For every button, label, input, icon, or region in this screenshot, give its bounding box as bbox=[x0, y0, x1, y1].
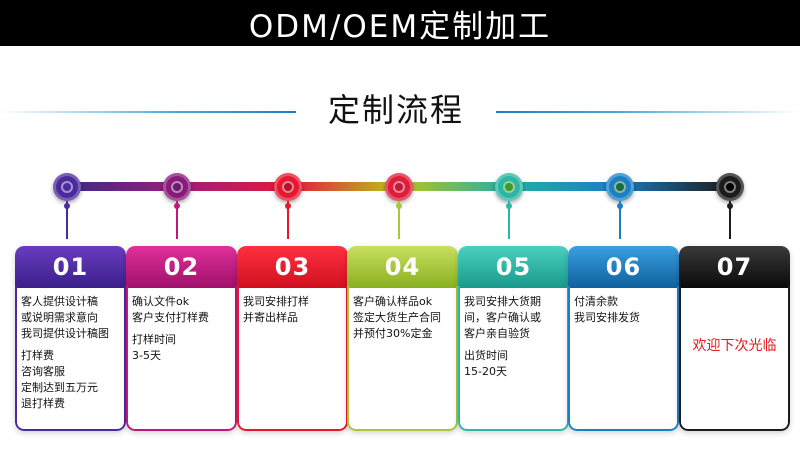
timeline-stem-5 bbox=[508, 201, 510, 239]
timeline-stem-dot-7 bbox=[727, 203, 733, 209]
timeline-stem-1 bbox=[66, 201, 68, 239]
step-number-7: 07 bbox=[679, 246, 790, 288]
banner-title: ODM/OEM定制加工 bbox=[248, 8, 552, 45]
step-7-welcome: 欢迎下次光临 bbox=[692, 338, 777, 354]
step-3-description: 我司安排打样 并寄出样品 bbox=[243, 295, 309, 324]
step-body-1: 客人提供设计稿 或说明需求意向 我司提供设计稿图 打样费 咨询客服 定制达到五万… bbox=[15, 286, 126, 431]
timeline-node-7 bbox=[716, 173, 744, 201]
timeline-stem-dot-6 bbox=[617, 203, 623, 209]
timeline-node-1 bbox=[53, 173, 81, 201]
process-timeline bbox=[0, 165, 800, 245]
timeline-node-4 bbox=[385, 173, 413, 201]
timeline-stem-dot-2 bbox=[174, 203, 180, 209]
timeline-stem-2 bbox=[176, 201, 178, 239]
timeline-node-2 bbox=[163, 173, 191, 201]
step-card-2: 02 确认文件ok 客户支付打样费 打样时间 3-5天 bbox=[126, 246, 237, 431]
step-number-2: 02 bbox=[126, 246, 237, 288]
step-1-note: 打样费 咨询客服 定制达到五万元 退打样费 bbox=[21, 349, 98, 410]
timeline-node-5 bbox=[495, 173, 523, 201]
title-divider-right bbox=[496, 111, 800, 113]
step-body-3: 我司安排打样 并寄出样品 bbox=[237, 286, 348, 431]
step-number-6: 06 bbox=[568, 246, 679, 288]
timeline-stem-3 bbox=[287, 201, 289, 239]
step-body-4: 客户确认样品ok 签定大货生产合同 并预付30%定金 bbox=[347, 286, 458, 431]
step-1-description: 客人提供设计稿 或说明需求意向 我司提供设计稿图 bbox=[21, 295, 109, 340]
step-card-5: 05 我司安排大货期 间，客户确认或 客户亲自验货 出货时间 15-20天 bbox=[458, 246, 569, 431]
step-number-5: 05 bbox=[458, 246, 569, 288]
step-6-description: 付清余款 我司安排发货 bbox=[574, 295, 640, 324]
step-body-2: 确认文件ok 客户支付打样费 打样时间 3-5天 bbox=[126, 286, 237, 431]
timeline-node-3 bbox=[274, 173, 302, 201]
timeline-node-6 bbox=[606, 173, 634, 201]
timeline-stem-dot-3 bbox=[285, 203, 291, 209]
step-number-4: 04 bbox=[347, 246, 458, 288]
title-divider-left bbox=[0, 111, 296, 113]
step-4-description: 客户确认样品ok 签定大货生产合同 并预付30%定金 bbox=[353, 295, 441, 340]
step-number-3: 03 bbox=[237, 246, 348, 288]
timeline-stem-dot-5 bbox=[506, 203, 512, 209]
step-2-description: 确认文件ok 客户支付打样费 bbox=[132, 295, 209, 324]
step-5-note: 出货时间 15-20天 bbox=[464, 349, 508, 378]
step-card-4: 04 客户确认样品ok 签定大货生产合同 并预付30%定金 bbox=[347, 246, 458, 431]
step-2-note: 打样时间 3-5天 bbox=[132, 333, 176, 362]
step-card-6: 06 付清余款 我司安排发货 bbox=[568, 246, 679, 431]
timeline-stem-dot-1 bbox=[64, 203, 70, 209]
step-body-7: 欢迎下次光临 bbox=[679, 286, 790, 431]
step-card-7: 07 欢迎下次光临 bbox=[679, 246, 790, 431]
timeline-stem-dot-4 bbox=[396, 203, 402, 209]
step-body-6: 付清余款 我司安排发货 bbox=[568, 286, 679, 431]
timeline-stem-6 bbox=[619, 201, 621, 239]
step-body-5: 我司安排大货期 间，客户确认或 客户亲自验货 出货时间 15-20天 bbox=[458, 286, 569, 431]
step-card-3: 03 我司安排打样 并寄出样品 bbox=[237, 246, 348, 431]
step-5-description: 我司安排大货期 间，客户确认或 客户亲自验货 bbox=[464, 295, 541, 340]
step-card-1: 01 客人提供设计稿 或说明需求意向 我司提供设计稿图 打样费 咨询客服 定制达… bbox=[15, 246, 126, 431]
section-header: 定制流程 bbox=[0, 82, 800, 134]
step-number-1: 01 bbox=[15, 246, 126, 288]
timeline-stem-7 bbox=[729, 201, 731, 239]
timeline-stem-4 bbox=[398, 201, 400, 239]
section-title: 定制流程 bbox=[327, 91, 464, 129]
page-banner: ODM/OEM定制加工 bbox=[0, 0, 800, 46]
